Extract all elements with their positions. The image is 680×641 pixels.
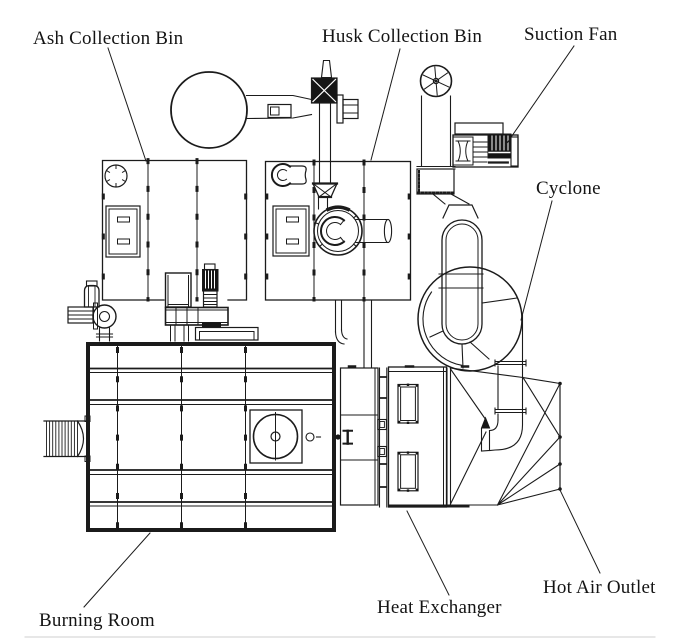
cyclone <box>417 204 523 372</box>
suction-fan-machine <box>452 122 519 168</box>
spherical-vessel <box>170 71 313 149</box>
leader-burning-room <box>83 532 151 608</box>
air-inlet-grille <box>43 415 91 462</box>
fan-wheel-icon <box>419 64 453 98</box>
label-hot-air-outlet: Hot Air Outlet <box>543 577 656 598</box>
leader-husk-collection-bin <box>370 48 401 161</box>
elbow-icon <box>92 304 117 329</box>
wall-bracket-icon <box>342 429 353 445</box>
ash-collection-bin <box>101 158 248 302</box>
label-burning-room: Burning Room <box>39 610 155 631</box>
labels: Ash Collection Bin Husk Collection Bin S… <box>33 24 656 631</box>
rotary-feeder-assembly <box>164 263 259 342</box>
side-blower-assembly <box>67 280 117 342</box>
leader-hot-air-outlet <box>559 489 601 574</box>
leader-ash-collection-bin <box>107 47 147 162</box>
label-cyclone: Cyclone <box>536 178 601 199</box>
access-door <box>105 205 141 258</box>
volute-feeder-icon <box>313 205 363 256</box>
leader-lines <box>83 45 601 608</box>
access-door <box>272 205 310 257</box>
bolt-flange-icon <box>104 164 128 188</box>
flow-arrow-up-icon <box>480 416 491 429</box>
hot-air-outlet <box>496 376 562 506</box>
burning-room <box>43 342 353 532</box>
husk-feed-pipe <box>310 59 359 210</box>
transition-panel <box>339 367 388 508</box>
side-outlet-pipe <box>355 218 393 244</box>
suction-fan-assembly <box>416 64 519 205</box>
bottom-discharge-ducts <box>334 299 373 368</box>
label-ash-collection-bin: Ash Collection Bin <box>33 28 184 49</box>
outlet-transition <box>446 367 524 506</box>
leader-cyclone <box>520 200 553 321</box>
leader-suction-fan <box>504 45 575 147</box>
motor-icon <box>202 269 219 292</box>
sight-port-icon <box>305 432 315 442</box>
cyclone-outlet-elbow <box>480 314 527 452</box>
top-blower-icon <box>270 163 307 187</box>
husk-collection-bin <box>264 159 412 368</box>
label-husk-collection-bin: Husk Collection Bin <box>322 26 482 47</box>
burner-fan-door <box>249 409 303 464</box>
label-suction-fan: Suction Fan <box>524 24 618 45</box>
leader-heat-exchanger <box>406 510 450 596</box>
label-heat-exchanger: Heat Exchanger <box>377 597 502 618</box>
